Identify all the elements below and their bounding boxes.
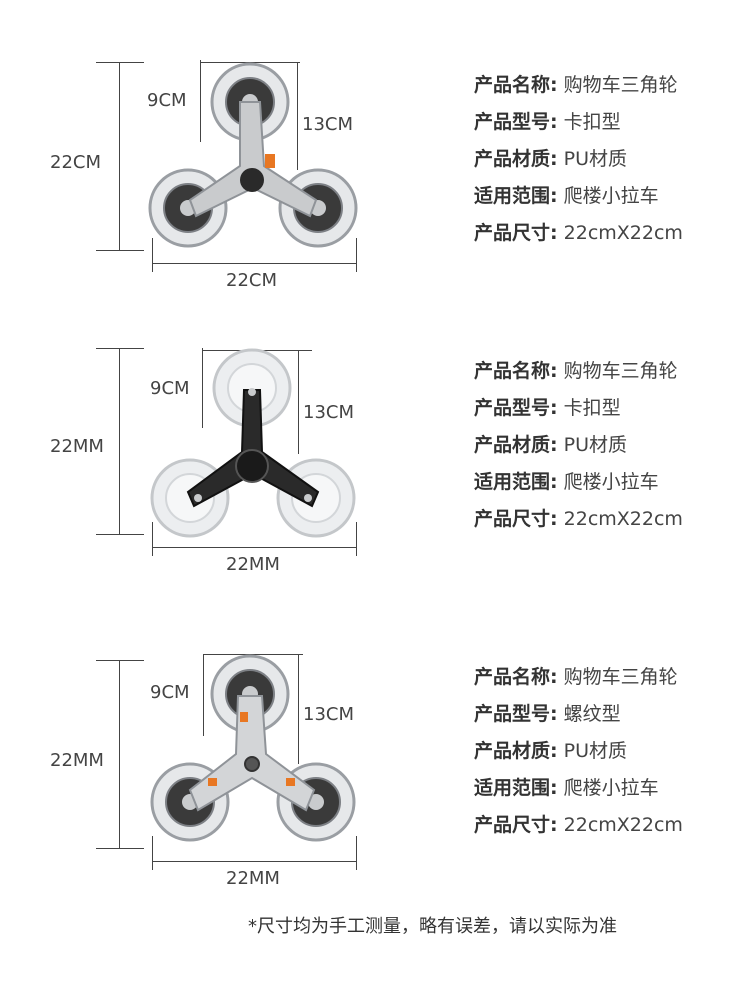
wheel-dim-top-line <box>200 62 300 63</box>
wheel-dim-label: 9CM <box>150 378 190 399</box>
width-dim-label: 22MM <box>226 868 280 889</box>
width-dim-right-tick <box>356 522 357 556</box>
width-dim-label: 22MM <box>226 554 280 575</box>
spec-row-model: 产品型号: 卡扣型 <box>474 111 621 133</box>
accent-clip <box>240 712 248 722</box>
wheel-dim-label: 9CM <box>147 90 187 111</box>
spec-list: 产品名称: 购物车三角轮 产品型号: 卡扣型 产品材质: PU材质 适用范围: … <box>474 67 744 252</box>
accent-clip <box>208 778 217 786</box>
tri-wheel-image-silver-thread <box>150 654 356 842</box>
height-dim-top-tick <box>96 62 144 63</box>
width-dim-line <box>152 861 357 862</box>
wheel-left <box>148 168 228 248</box>
tri-wheel-image-silver-clip <box>148 62 358 248</box>
height-dim-top-tick <box>96 348 144 349</box>
accent-clip <box>286 778 295 786</box>
height-dim-label: 22MM <box>50 750 104 771</box>
height-dim-line <box>119 348 120 534</box>
spec-row-usage: 适用范围: 爬楼小拉车 <box>474 185 659 207</box>
wheel-dim-label: 9CM <box>150 682 190 703</box>
width-dim-left-tick <box>152 238 153 272</box>
spec-row-material: 产品材质: PU材质 <box>474 740 628 762</box>
height-dim-line <box>119 62 120 250</box>
width-dim-right-tick <box>356 836 357 870</box>
width-dim-line <box>152 263 357 264</box>
height-dim-label: 22CM <box>50 152 102 173</box>
tri-wheel-image-black-clip <box>150 348 356 538</box>
arm-dim-line <box>297 62 298 170</box>
spec-row-model: 产品型号: 卡扣型 <box>474 397 621 419</box>
spec-row-usage: 适用范围: 爬楼小拉车 <box>474 777 659 799</box>
arm-dim-line <box>298 654 299 764</box>
spec-row-name: 产品名称: 购物车三角轮 <box>474 74 678 96</box>
spec-row-material: 产品材质: PU材质 <box>474 148 628 170</box>
height-dim-line <box>119 660 120 848</box>
wheel-dim-left-tick <box>203 654 204 736</box>
arm-dim-line <box>298 350 299 454</box>
arm-dim-label: 13CM <box>303 402 355 423</box>
product-section-1: 22CM 22CM 9CM 13CM 产品名称: 购物车三角轮 <box>0 0 750 300</box>
spec-list: 产品名称: 购物车三角轮 产品型号: 螺纹型 产品材质: PU材质 适用范围: … <box>474 659 744 844</box>
wheel-dim-left-tick <box>200 60 201 142</box>
width-dim-left-tick <box>152 522 153 556</box>
width-dim-line <box>152 547 357 548</box>
height-dim-bottom-tick <box>96 534 144 535</box>
spec-row-model: 产品型号: 螺纹型 <box>474 703 621 725</box>
wheel-right <box>278 168 358 248</box>
width-dim-left-tick <box>152 836 153 870</box>
spec-row-usage: 适用范围: 爬楼小拉车 <box>474 471 659 493</box>
product-section-3: 22MM 22MM 9CM 13CM 产品 <box>0 592 750 892</box>
spec-row-name: 产品名称: 购物车三角轮 <box>474 360 678 382</box>
accent-clip <box>265 154 275 168</box>
spec-row-material: 产品材质: PU材质 <box>474 434 628 456</box>
spec-row-name: 产品名称: 购物车三角轮 <box>474 666 678 688</box>
height-dim-top-tick <box>96 660 144 661</box>
product-section-2: 22MM 22MM 9CM 13CM 产品名称: 购物车三角轮 产品型号: <box>0 286 750 586</box>
frame <box>186 388 320 508</box>
frame <box>188 101 318 218</box>
height-dim-bottom-tick <box>96 848 144 849</box>
spec-row-size: 产品尺寸: 22cmX22cm <box>474 814 683 836</box>
spec-list: 产品名称: 购物车三角轮 产品型号: 卡扣型 产品材质: PU材质 适用范围: … <box>474 353 744 538</box>
wheel-dim-top-line <box>203 654 303 655</box>
spec-row-size: 产品尺寸: 22cmX22cm <box>474 222 683 244</box>
width-dim-right-tick <box>356 238 357 272</box>
arm-dim-label: 13CM <box>302 114 354 135</box>
height-dim-bottom-tick <box>96 250 144 251</box>
width-dim-label: 22CM <box>226 270 278 291</box>
frame <box>188 695 316 812</box>
height-dim-label: 22MM <box>50 436 104 457</box>
arm-dim-label: 13CM <box>303 704 355 725</box>
measurement-disclaimer: *尺寸均为手工测量，略有误差，请以实际为准 <box>248 916 617 937</box>
spec-row-size: 产品尺寸: 22cmX22cm <box>474 508 683 530</box>
wheel-dim-left-tick <box>202 348 203 428</box>
